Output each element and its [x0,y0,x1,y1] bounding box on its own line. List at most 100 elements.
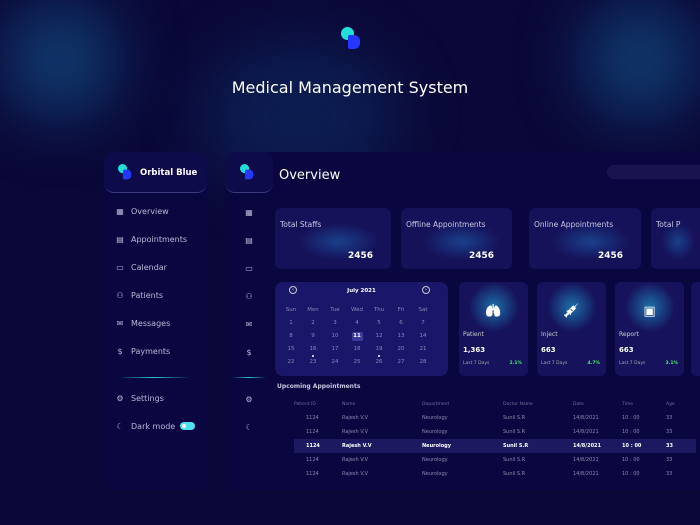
sidebar-item-overview[interactable]: ▦Overview [116,206,169,216]
weekday-label: Thu [373,307,385,313]
search-input[interactable] [607,165,700,179]
calendar-day[interactable]: 6 [399,320,403,326]
calendar-day[interactable]: 5 [377,320,381,326]
table-cell: 1124 [294,439,342,453]
sidebar-item-patients[interactable]: ⚇Patients [116,290,164,300]
weekday-label: Sun [285,307,297,313]
users-icon[interactable]: ⚇ [245,292,253,301]
next-month-button[interactable]: › [422,286,430,294]
calendar-day[interactable]: 10 [331,333,339,339]
table-cell: Rajesh V.V [342,429,369,435]
table-cell: 1124 [306,471,319,477]
sidebar-item-appointments[interactable]: ▤Appointments [116,234,188,244]
prev-month-button[interactable]: ‹ [289,286,297,294]
calendar-day[interactable]: 20 [397,346,405,352]
calendar-icon[interactable]: ▭ [245,264,253,273]
calendar-day[interactable]: 17 [331,346,339,352]
sidebar-item-messages[interactable]: ✉Messages [116,318,171,328]
icon-divider [232,377,266,378]
stat-card[interactable]: Total P [651,208,700,269]
calendar-day[interactable]: 25 [353,359,361,365]
table-cell: 10 : 00 [622,471,640,477]
app-logo [341,27,363,51]
table-cell: 14/8/2021 [573,429,599,435]
table-cell: Rajesh V.V [342,457,369,463]
column-header: Time [622,401,634,407]
calendar-day[interactable]: 26 [375,359,383,365]
table-cell: Sunil S.R [503,415,526,421]
calendar-day[interactable]: 27 [397,359,405,365]
table-cell: Sunil S.R [503,457,526,463]
calendar-day[interactable]: 12 [375,333,383,339]
calendar-day[interactable]: 14 [419,333,427,339]
calendar-day[interactable]: 21 [419,346,427,352]
mail-icon[interactable]: ✉ [245,320,253,329]
calendar-day[interactable]: 18 [353,346,361,352]
calendar-day[interactable]: 24 [331,359,339,365]
sidebar-divider [118,377,190,378]
grid-icon: ▦ [116,206,124,216]
calendar-day[interactable]: 9 [311,333,315,339]
column-header: Date [573,401,584,407]
calendar-day[interactable]: 28 [419,359,427,365]
weekday-label: Sat [418,307,428,313]
main-logo-card [225,152,273,193]
dark-mode-toggle[interactable] [180,422,195,430]
calendar-day[interactable]: 13 [397,333,405,339]
table-cell: Rajesh V.V [342,439,422,453]
table-cell: 33 [666,429,673,435]
calendar-day[interactable]: 23 [309,359,317,365]
gear-icon[interactable]: ⚙ [245,395,253,404]
weekday-label: Fri [397,307,405,313]
calendar-day[interactable]: 3 [333,320,337,326]
sidebar-item-calendar[interactable]: ▭Calendar [116,262,167,272]
mail-icon: ✉ [116,318,124,328]
table-cell: 33 [666,471,673,477]
calendar-day[interactable]: 15 [287,346,295,352]
lungs-icon: 🫁 [485,304,502,319]
table-cell: 33 [666,457,673,463]
dollar-icon: $ [117,346,123,356]
grid-icon[interactable]: ▦ [245,208,253,217]
calendar-month: July 2021 [347,288,376,294]
page-title: Medical Management System [231,78,469,97]
monitor-icon: ▣ [643,304,656,319]
calendar-day[interactable]: 22 [287,359,295,365]
table-cell: 14/8/2021 [573,471,599,477]
table-cell: 33 [666,415,673,421]
calendar-day[interactable]: 7 [421,320,425,326]
calendar-day[interactable]: 16 [302,345,324,357]
layout-icon[interactable]: ▤ [245,236,253,245]
sidebar-item-settings[interactable]: ⚙Settings [116,393,164,403]
sidebar-item-dark-mode: ☾Dark mode [116,421,176,431]
table-cell: 10 : 00 [622,429,640,435]
appointments-title: Upcoming Appointments [277,383,361,390]
gear-icon: ⚙ [116,393,124,403]
calendar-day[interactable]: 2 [311,320,315,326]
dollar-icon[interactable]: $ [246,348,252,357]
calendar-day[interactable]: 1 [289,320,293,326]
weekday-label: Mon [307,307,319,313]
users-icon: ⚇ [116,290,124,300]
calendar-day[interactable]: 4 [355,320,359,326]
calendar-day[interactable]: 11 [351,332,363,341]
table-cell: Neurology [422,457,448,463]
sidebar-item-payments[interactable]: $Payments [117,346,171,356]
calendar-day[interactable]: 19 [368,345,390,357]
table-cell: 10 : 00 [622,439,666,453]
moon-icon[interactable]: ☾ [245,423,253,432]
table-cell: Sunil S.R [503,439,573,453]
table-cell: Neurology [422,471,448,477]
calendar-day[interactable]: 8 [289,333,293,339]
